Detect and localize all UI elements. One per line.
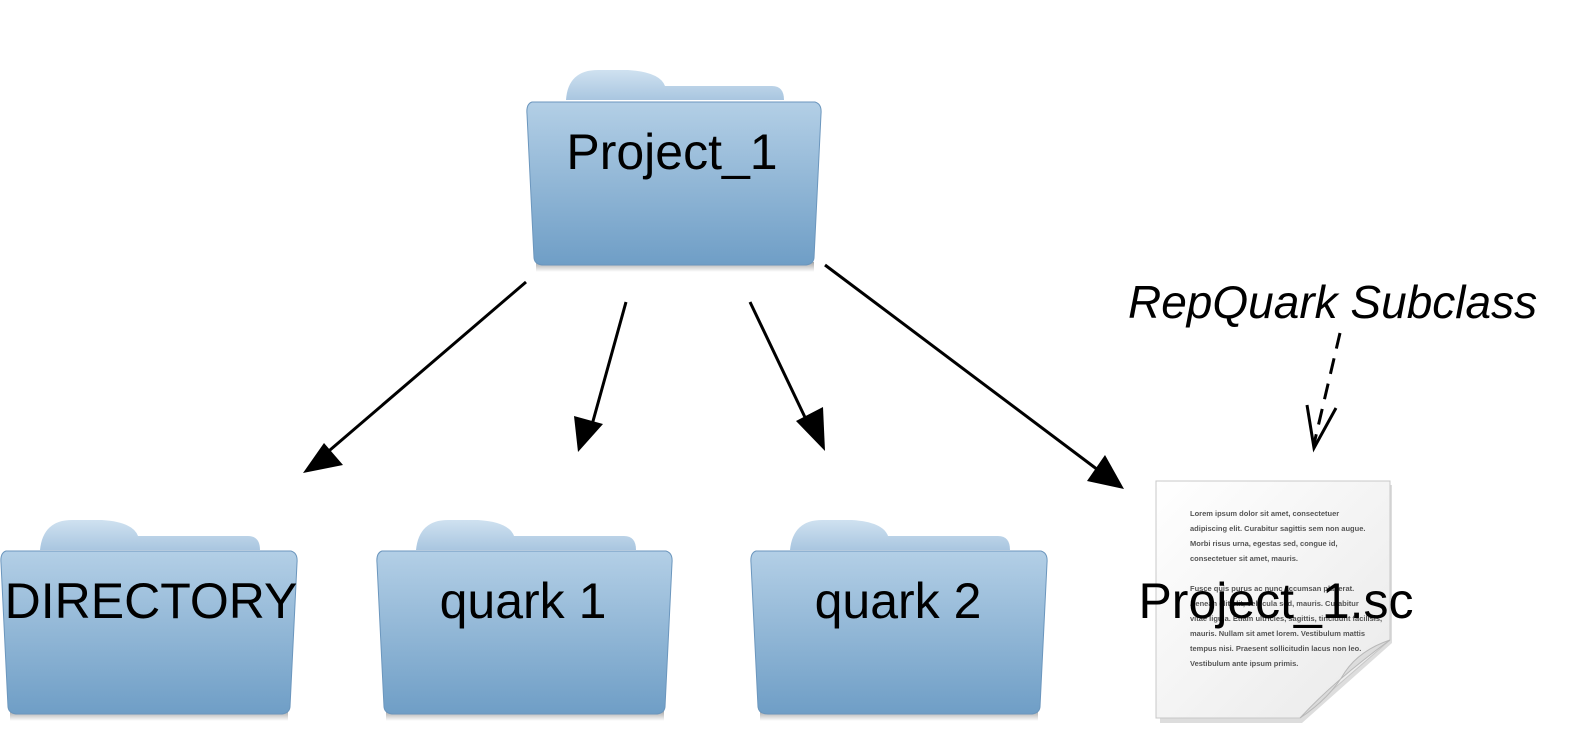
- annotation-repquark-subclass: RepQuark Subclass: [1128, 276, 1537, 453]
- doc-line: mauris. Nullam sit amet lorem. Vestibulu…: [1190, 629, 1365, 638]
- folder-directory[interactable]: DIRECTORY: [0, 520, 298, 721]
- arrowhead-quark-2: [796, 407, 825, 451]
- folder-icon: [0, 520, 298, 721]
- arrowhead-directory: [303, 443, 343, 473]
- folder-label-quark-1: quark 1: [440, 573, 607, 629]
- doc-line: Lorem ipsum dolor sit amet, consectetuer: [1190, 509, 1339, 518]
- doc-line: Fusce quis purus ac nunc accumsan placer…: [1190, 584, 1354, 593]
- doc-line: Vestibulum ante ipsum primis.: [1190, 659, 1298, 668]
- arrowhead-project-1-sc: [1087, 455, 1124, 489]
- file-project-1-sc[interactable]: Lorem ipsum dolor sit amet, consectetuer…: [1138, 480, 1414, 723]
- dashed-arrowhead: [1305, 404, 1338, 453]
- arrow-to-quark-1: [588, 301, 628, 433]
- folder-quark-2[interactable]: quark 2: [750, 520, 1048, 721]
- hierarchy-arrows: [303, 263, 1124, 489]
- doc-line: adipiscing elit. Curabitur sagittis sem …: [1190, 524, 1365, 533]
- folder-label-quark-2: quark 2: [815, 573, 982, 629]
- arrow-to-quark-2: [748, 301, 814, 433]
- document-body-text: Lorem ipsum dolor sit amet, consectetuer…: [1190, 509, 1382, 668]
- folder-icon: [526, 70, 822, 272]
- folder-label-directory: DIRECTORY: [5, 573, 298, 629]
- arrow-to-project-1-sc: [824, 263, 1107, 478]
- doc-line: Aenean elit elit, vehicula sed, mauris. …: [1190, 599, 1359, 608]
- doc-line: consectetuer sit amet, mauris.: [1190, 554, 1298, 563]
- document-icon: Lorem ipsum dolor sit amet, consectetuer…: [1155, 480, 1392, 723]
- folder-project-1[interactable]: Project_1: [526, 70, 822, 272]
- arrowhead-quark-1: [574, 416, 603, 452]
- folder-label-project-1: Project_1: [566, 124, 777, 180]
- doc-line: Morbi risus urna, egestas sed, congue id…: [1190, 539, 1338, 548]
- folder-icon: [750, 520, 1048, 721]
- doc-line: tempus nisi. Praesent sollicitudin lacus…: [1190, 644, 1361, 653]
- doc-line: vitae ligula. Etiam ultricies, sagittis,…: [1190, 614, 1382, 623]
- annotation-label: RepQuark Subclass: [1128, 276, 1537, 328]
- arrow-to-directory: [315, 280, 527, 464]
- file-label-project-1-sc: Project_1.sc: [1138, 573, 1413, 629]
- folder-quark-1[interactable]: quark 1: [376, 520, 673, 721]
- folder-icon: [376, 520, 673, 721]
- dashed-arrow-line: [1312, 332, 1342, 445]
